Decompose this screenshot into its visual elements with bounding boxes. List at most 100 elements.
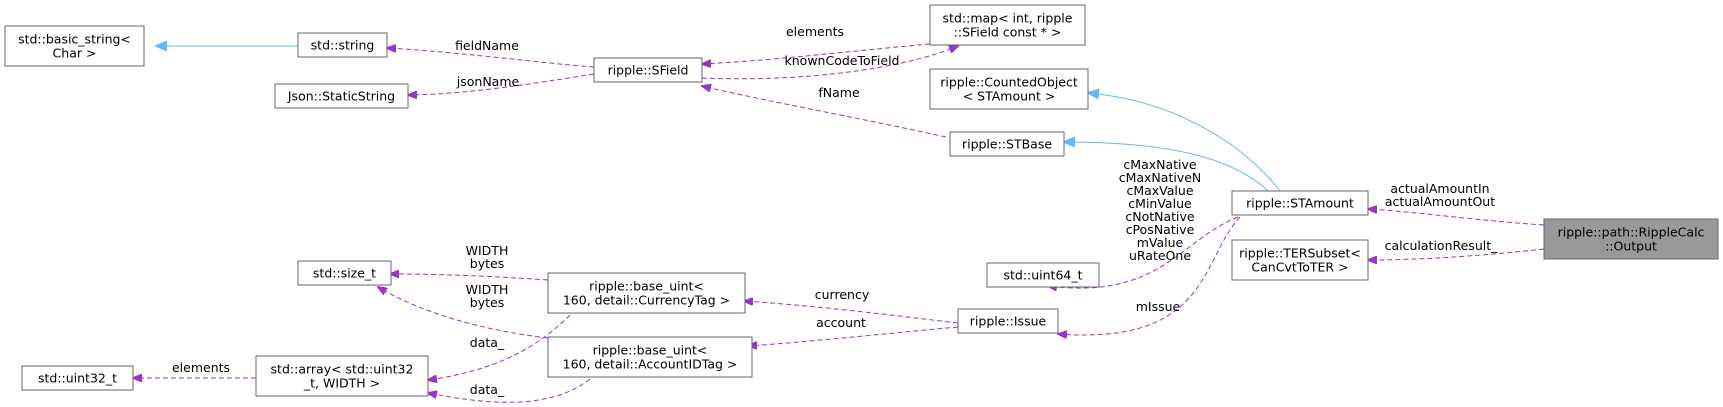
node-label-line: std::size_t (313, 266, 376, 281)
edge-label-line: fName (818, 85, 860, 100)
node-static-string[interactable]: Json::StaticString (274, 83, 409, 109)
edge-fname (702, 86, 947, 138)
node-map[interactable]: std::map< int, ripple::SField const * > (929, 4, 1086, 46)
node-counted-object[interactable]: ripple::CountedObject< STAmount > (929, 68, 1089, 110)
node-label-line: ripple::STAmount (1246, 196, 1354, 211)
edge-label-line: cMinValue (1128, 196, 1192, 211)
node-box (949, 131, 1065, 157)
edge-label-line: WIDTH (466, 282, 509, 297)
edge-calculation-result (1368, 248, 1545, 260)
node-box (986, 262, 1100, 288)
node-account-uint[interactable]: ripple::base_uint<160, detail::AccountID… (547, 336, 753, 378)
edge-label-data-2: data_ (470, 382, 505, 397)
node-box (21, 365, 134, 391)
edge-label-line: cMaxNative (1123, 157, 1196, 172)
node-label-line: CanCvtToTER > (1251, 260, 1348, 275)
edge-label-line: elements (786, 24, 844, 39)
edge-label-line: actualAmountOut (1385, 194, 1495, 209)
node-array[interactable]: std::array< std::uint32_t, WIDTH > (255, 355, 429, 397)
edge-label-line: cMaxNativeN (1119, 170, 1202, 185)
node-label-line: ripple::base_uint< (589, 279, 704, 294)
node-issue[interactable]: ripple::Issue (957, 308, 1059, 334)
edge-label-account: account (816, 315, 866, 330)
edge-label-line: calculationResult_ (1385, 238, 1499, 253)
node-label-line: 160, detail::CurrencyTag > (563, 293, 730, 308)
edge-data-account (428, 378, 591, 403)
edge-fieldname (387, 48, 595, 68)
edge-label-line: mIssue (1136, 299, 1181, 314)
edge-data-currency (428, 314, 571, 380)
node-box (547, 336, 753, 378)
edge-label-line: data_ (470, 382, 505, 397)
node-box (1231, 190, 1369, 216)
node-label-line: std::basic_string< (18, 32, 131, 47)
edge-width-bytes-currency (390, 274, 549, 281)
node-label-line: _t, WIDTH > (303, 376, 380, 391)
node-label-line: Char > (53, 46, 97, 61)
edge-stamount-uint64 (1048, 216, 1239, 288)
edge-label-line: cPosNative (1126, 222, 1195, 237)
edge-label-line: cMaxValue (1126, 183, 1193, 198)
edge-label-line: WIDTH (466, 243, 509, 258)
node-output[interactable]: ripple::path::RippleCalc::Output (1543, 218, 1719, 260)
node-box (1231, 239, 1369, 281)
node-string[interactable]: std::string (297, 32, 388, 58)
node-uint32[interactable]: std::uint32_t (21, 365, 134, 391)
node-tersubset[interactable]: ripple::TERSubset<CanCvtToTER > (1231, 239, 1369, 281)
edge-label-line: currency (815, 287, 870, 302)
node-label-line: ripple::base_uint< (593, 343, 708, 358)
edge-label-fieldName: fieldName (455, 38, 519, 53)
node-currency-uint[interactable]: ripple::base_uint<160, detail::CurrencyT… (547, 272, 746, 314)
edge-stamount-counted-object (1088, 93, 1281, 192)
edge-label-mIssue: mIssue (1136, 299, 1181, 314)
edge-known-code-to-field (701, 46, 958, 80)
edge-label-line: bytes (470, 256, 504, 271)
edge-label-line: uRateOne (1129, 248, 1191, 263)
edge-label-fName: fName (818, 85, 860, 100)
edge-label-line: knownCodeToField (785, 53, 900, 68)
node-box (255, 355, 429, 397)
node-label-line: 160, detail::AccountIDTag > (563, 357, 738, 372)
node-box (297, 32, 388, 58)
node-label-line: ::SField const * > (954, 25, 1062, 40)
node-label-line: std::array< std::uint32 (271, 362, 414, 377)
node-box (957, 308, 1059, 334)
node-label-line: std::uint64_t (1003, 268, 1082, 283)
node-label-line: ripple::path::RippleCalc (1558, 225, 1705, 240)
edge-label-line: mValue (1137, 235, 1184, 250)
edge-label-line: actualAmountIn (1390, 181, 1489, 196)
edge-label-line: data_ (470, 335, 505, 350)
node-label-line: std::map< int, ripple (943, 11, 1073, 26)
node-basic-string[interactable]: std::basic_string<Char > (4, 25, 145, 67)
node-label-line: ripple::STBase (962, 137, 1052, 152)
edge-label-jsonName: jsonName (456, 74, 520, 89)
node-box (929, 68, 1089, 110)
edge-label-knownCodeToField: knownCodeToField (785, 53, 900, 68)
node-size-t[interactable]: std::size_t (297, 260, 392, 286)
node-label-line: < STAmount > (963, 89, 1056, 104)
node-sfield[interactable]: ripple::SField (593, 57, 703, 83)
node-stamount[interactable]: ripple::STAmount (1231, 190, 1369, 216)
edge-label-line: account (816, 315, 866, 330)
edge-label-elements-map: elements (786, 24, 844, 39)
edge-stamount-stbase (1064, 142, 1269, 192)
edge-missue (1058, 216, 1241, 335)
node-box (1543, 218, 1719, 260)
node-box (274, 83, 409, 109)
node-box (297, 260, 392, 286)
node-box (4, 25, 145, 67)
node-label-line: std::string (311, 38, 375, 53)
node-box (929, 4, 1086, 46)
edge-label-currency: currency (815, 287, 870, 302)
edge-label-line: jsonName (456, 74, 520, 89)
edge-label-calculationResult: calculationResult_ (1385, 238, 1499, 253)
edge-label-line: fieldName (455, 38, 519, 53)
node-label-line: Json::StaticString (287, 89, 395, 104)
node-uint64[interactable]: std::uint64_t (986, 262, 1100, 288)
node-stbase[interactable]: ripple::STBase (949, 131, 1065, 157)
node-label-line: ripple::SField (608, 63, 689, 78)
